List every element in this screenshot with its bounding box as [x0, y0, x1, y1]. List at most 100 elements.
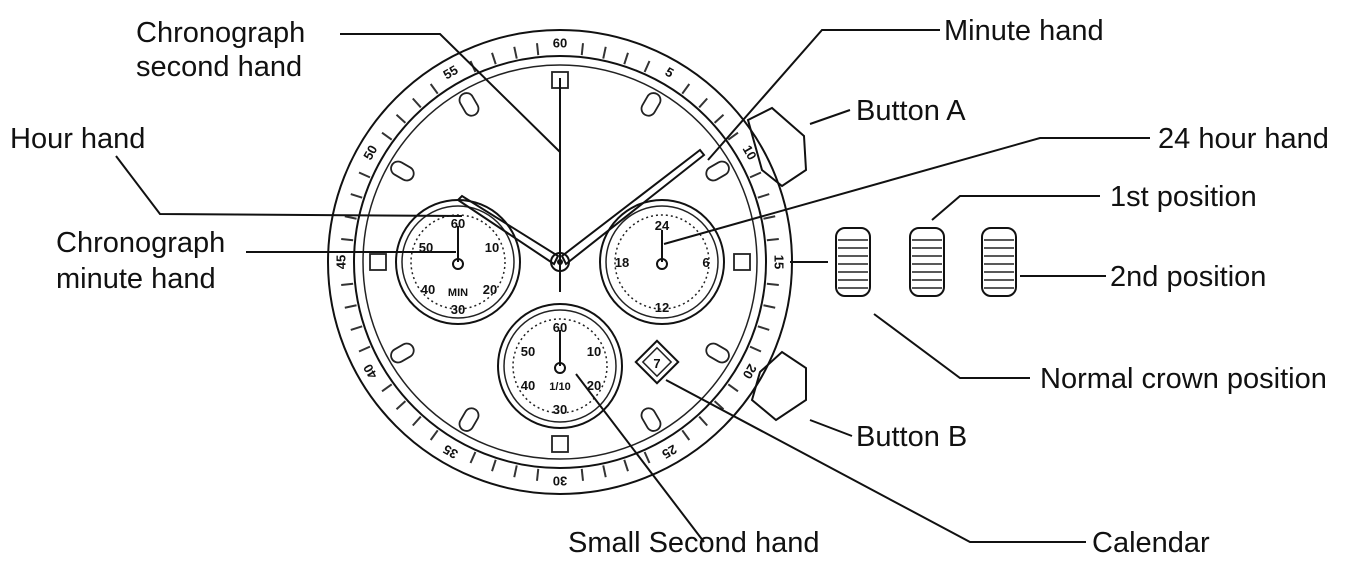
- label-small-second-hand: Small Second hand: [568, 527, 820, 559]
- bezel-number: 5: [663, 64, 677, 81]
- hour-marker: [733, 253, 751, 271]
- hour-marker: [551, 435, 569, 453]
- label-1st-position: 1st position: [1110, 181, 1257, 213]
- button-b: [750, 350, 807, 422]
- bezel-tick: [412, 415, 422, 427]
- watch-case: 60 5 10 15 20 25 30 35 40 45 50 55: [327, 29, 808, 495]
- labels: Chronograph second hand Minute hand Butt…: [10, 15, 1329, 559]
- bezel-tick: [412, 97, 422, 109]
- bezel-tick: [381, 383, 393, 393]
- bezel-tick: [429, 83, 439, 95]
- label-minute-hand: Minute hand: [944, 15, 1104, 47]
- bezel-tick: [757, 325, 770, 331]
- bezel-tick: [643, 60, 651, 73]
- label-2nd-position: 2nd position: [1110, 261, 1266, 293]
- bezel-tick: [766, 238, 779, 242]
- label-normal-crown-position: Normal crown position: [1040, 363, 1327, 395]
- left-subdial-40: 40: [421, 282, 435, 297]
- hour-marker: [640, 92, 662, 117]
- bezel-tick: [580, 468, 584, 481]
- bezel-tick: [623, 459, 629, 472]
- bezel-tick: [341, 238, 354, 242]
- hour-hand: [456, 194, 560, 266]
- bezel-tick: [763, 215, 776, 220]
- bezel-tick: [681, 429, 691, 441]
- bezel-tick: [602, 465, 607, 478]
- right-subdial: 24 6 12 18: [599, 199, 725, 325]
- bezel-tick: [757, 193, 770, 199]
- bezel-number: 25: [660, 442, 680, 462]
- bezel-tick: [395, 114, 407, 124]
- center-pinion: [550, 252, 570, 272]
- bezel-tick: [643, 451, 651, 464]
- hour-marker: [390, 342, 415, 364]
- bottom-subdial-unit: 1/10: [549, 381, 570, 393]
- bezel-number: 15: [772, 255, 787, 269]
- left-subdial-60: 60: [451, 216, 465, 231]
- bezel-tick: [727, 383, 739, 393]
- bottom-subdial-20: 20: [587, 378, 601, 393]
- bezel-tick: [766, 282, 779, 286]
- bottom-subdial-10: 10: [587, 344, 601, 359]
- bezel-tick: [429, 429, 439, 441]
- bottom-subdial: 60 10 20 30 40 50 1/10: [497, 303, 623, 429]
- bezel-tick: [602, 46, 607, 59]
- bezel-number: 50: [360, 142, 380, 162]
- bottom-subdial-30: 30: [553, 402, 567, 417]
- bezel-tick: [513, 46, 518, 59]
- bezel-tick: [344, 304, 357, 309]
- bezel-number: 55: [440, 62, 460, 82]
- hour-marker: [390, 160, 415, 182]
- hour-marker: [458, 407, 480, 432]
- left-subdial-10: 10: [485, 240, 499, 255]
- bezel-tick: [469, 451, 477, 464]
- label-button-b: Button B: [856, 421, 967, 453]
- bezel-tick: [358, 171, 371, 179]
- bottom-subdial-60: 60: [553, 320, 567, 335]
- bezel-tick: [713, 400, 725, 410]
- right-subdial-24: 24: [655, 218, 670, 233]
- label-chronograph-second-1: Chronograph: [136, 17, 305, 49]
- leader-lines: [115, 29, 1150, 543]
- bezel-tick: [536, 43, 540, 56]
- bezel-number: 40: [360, 362, 380, 382]
- bezel-number: 20: [740, 362, 760, 382]
- right-subdial-6: 6: [702, 255, 709, 270]
- bezel-tick: [536, 468, 540, 481]
- label-chronograph-second-2: second hand: [136, 51, 302, 83]
- bottom-subdial-50: 50: [521, 344, 535, 359]
- main-hands: [456, 78, 706, 292]
- right-subdial-18: 18: [615, 255, 629, 270]
- bezel-tick: [698, 415, 708, 427]
- bezel-tick: [350, 193, 363, 199]
- bezel-tick: [749, 345, 762, 353]
- bezel-tick: [381, 131, 393, 141]
- left-subdial-30: 30: [451, 302, 465, 317]
- bezel-tick: [513, 465, 518, 478]
- bezel-tick: [713, 114, 725, 124]
- bezel-number: 45: [333, 255, 348, 269]
- minute-hand: [560, 148, 706, 266]
- label-chronograph-minute-1: Chronograph: [56, 227, 225, 259]
- bezel-tick: [341, 282, 354, 286]
- left-subdial-20: 20: [483, 282, 497, 297]
- bezel-ticks: [341, 43, 779, 481]
- hour-markers: [369, 71, 751, 453]
- crown-positions: [790, 227, 1017, 297]
- bezel-number: 35: [440, 442, 460, 462]
- bezel-tick: [395, 400, 407, 410]
- label-button-a: Button A: [856, 95, 966, 127]
- hour-marker: [458, 92, 480, 117]
- left-subdial-unit: MIN: [448, 287, 468, 299]
- hour-marker: [640, 407, 662, 432]
- crown-normal: [835, 227, 871, 297]
- label-hour-hand: Hour hand: [10, 123, 145, 155]
- right-subdial-12: 12: [655, 300, 669, 315]
- dial-ring: [362, 64, 758, 460]
- calendar-date: 7: [653, 356, 660, 371]
- left-subdial: 60 10 20 30 40 50 MIN: [395, 199, 521, 325]
- hour-marker: [369, 253, 387, 271]
- crown-first: [909, 227, 945, 297]
- bezel-tick: [727, 131, 739, 141]
